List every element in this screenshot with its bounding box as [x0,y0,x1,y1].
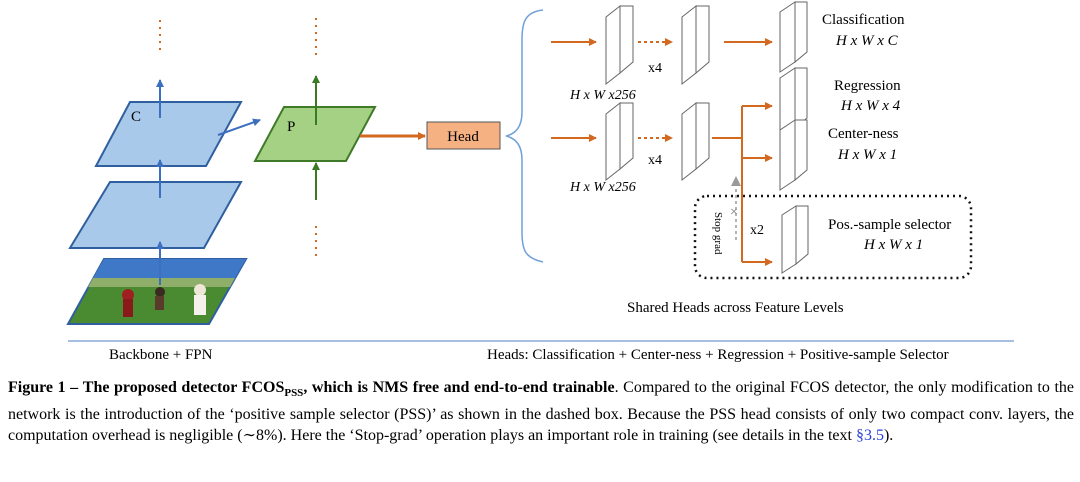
regression-title: Regression [834,78,901,94]
stop-grad-x: × [730,205,738,220]
regression-dims: H x W x 4 [840,98,901,114]
stop-grad-label: Stop grad [712,212,724,255]
head-box [426,121,501,150]
centerness-map [794,119,808,182]
pss-box: × Stop grad x2 Pos.-sample selector H x … [693,176,973,280]
feature-map [619,102,634,171]
regression-branch: x4 H x W x256 Regression H x W x 4 Cente… [551,67,901,266]
caption-end: ). [883,427,894,445]
feature-map [695,102,710,171]
centerness-dims: H x W x 1 [837,147,897,163]
pss-map [795,205,809,266]
backbone-caption: Backbone + FPN [109,347,213,363]
backbone: C [66,20,261,325]
caption-body: . Compared to the original FCOS detector… [8,379,1074,445]
repeat-label: x4 [648,61,662,76]
head-label: Head [447,129,479,145]
feature-map [695,5,710,75]
classification-dims: H x W x C [835,33,899,49]
backbone-layer-2 [68,181,243,249]
c-label: C [131,109,141,125]
classification-map [794,1,808,64]
figure-caption: Figure 1 – The proposed detector FCOSPSS… [8,377,1074,446]
pss-title: Pos.-sample selector [828,217,951,233]
regression-map [794,67,808,130]
fpn: P [253,18,426,258]
section-ref-link[interactable]: §3.5 [855,427,884,445]
fpn-layer-p [253,106,377,162]
shared-heads-label: Shared Heads across Feature Levels [627,300,844,316]
caption-title: The proposed detector FCOSPSS, which is … [82,379,615,400]
classification-title: Classification [822,12,905,28]
classification-branch: x4 H x W x256 Classification H x W x C [551,1,905,103]
input-image [66,258,248,325]
dim-label: H x W x256 [569,180,636,195]
backbone-layer-c [94,101,243,167]
feature-map [619,5,634,75]
figure-number: Figure 1 – [8,379,79,396]
lateral-arrow [217,118,261,136]
centerness-title: Center-ness [828,126,899,142]
architecture-diagram: C P Head x4 H x W x256 Cla [66,1,1014,363]
heads-caption: Heads: Classification + Center-ness + Re… [487,347,949,363]
shared-heads-brace [505,9,544,263]
dim-label: H x W x256 [569,88,636,103]
pss-dims: H x W x 1 [863,237,923,253]
repeat-label: x4 [648,153,662,168]
p-label: P [287,119,295,135]
pss-repeat: x2 [750,223,764,238]
